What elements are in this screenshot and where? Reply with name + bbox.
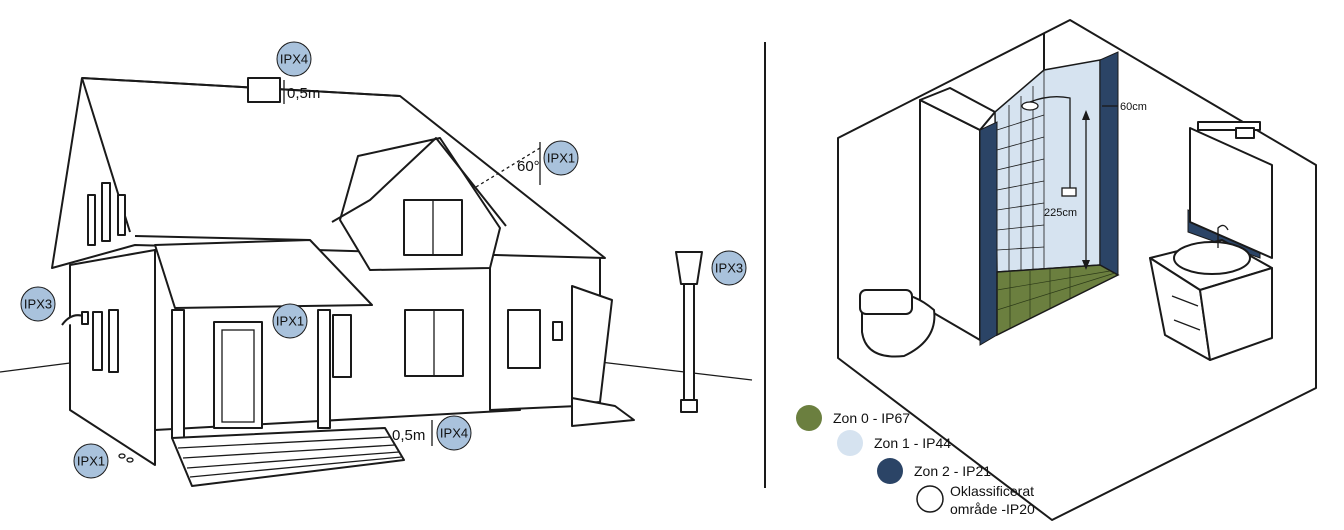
roof-ridge xyxy=(81,77,401,97)
mirror xyxy=(1189,127,1273,259)
dormer-roof xyxy=(331,137,507,227)
shower-width-label: 60cm xyxy=(1120,101,1147,113)
legend: Zon 0 - IP67 Zon 1 - IP44 Zon 2 - IP21 O… xyxy=(796,405,1035,517)
chimney-height-label: 0,5m xyxy=(287,85,320,102)
stair-step-3 xyxy=(186,451,400,469)
ip-badge-lamp-post: IPX3 xyxy=(711,250,747,286)
gable-window-1 xyxy=(87,194,96,246)
ip-badge-chimney: IPX4 xyxy=(276,41,312,77)
ground-line-left xyxy=(0,362,71,373)
shower-zone0-floor xyxy=(996,264,1120,337)
porch-pillar-2 xyxy=(317,309,331,429)
shower-height-label: 225cm xyxy=(1044,207,1077,219)
legend-label-unclassified-1: Oklassificerat xyxy=(950,483,1034,499)
annex-window xyxy=(507,309,541,369)
ground-light-2 xyxy=(126,457,134,463)
legend-label-zone1: Zon 1 - IP44 xyxy=(874,435,951,451)
legend-item-unclassified: Oklassificerat område -IP20 xyxy=(916,483,1035,517)
ground-height-label: 0,5m xyxy=(392,427,425,444)
ip-badge-wall-light: IPX1 xyxy=(543,140,579,176)
stair-step-1 xyxy=(177,436,391,449)
ip-badge-ground: IPX1 xyxy=(73,443,109,479)
svg-text:IPX3: IPX3 xyxy=(24,297,52,312)
svg-text:IPX1: IPX1 xyxy=(547,151,575,166)
shower-tiles xyxy=(996,70,1045,272)
chimney xyxy=(247,77,281,103)
wall-light-angle-label: 60° xyxy=(517,158,540,175)
gable-window-2 xyxy=(101,182,111,242)
legend-swatch-zone0 xyxy=(796,405,822,431)
height-arrow-bottom xyxy=(1082,260,1090,270)
gable-window-3 xyxy=(117,194,126,236)
porch-roof xyxy=(154,239,373,309)
annex-porch xyxy=(571,285,613,405)
shower-floor-grid xyxy=(996,268,1116,328)
ip-badge-side-light: IPX3 xyxy=(20,286,56,322)
annex-wall-light xyxy=(552,321,563,341)
sink-faucet xyxy=(1217,224,1229,248)
house-illustration: 0,5m 60° 0,5m IPX4 IPX1 IPX3 IPX3 IPX1 I… xyxy=(0,41,753,487)
legend-swatch-zone1 xyxy=(837,430,863,456)
svg-text:IPX1: IPX1 xyxy=(276,314,304,329)
legend-label-unclassified-2: område -IP20 xyxy=(950,501,1035,517)
vanity-side xyxy=(1199,267,1273,361)
vanity-drawer-1 xyxy=(1171,295,1199,307)
legend-swatch-zone2 xyxy=(877,458,903,484)
shower-zone2-left xyxy=(979,121,998,346)
mirror-light-box xyxy=(1235,127,1255,139)
legend-swatch-unclassified xyxy=(916,485,944,513)
sink-basin xyxy=(1173,241,1251,275)
ip-badge-ground-socket: IPX4 xyxy=(436,415,472,451)
shower-head xyxy=(1021,101,1039,111)
legend-item-zone2: Zon 2 - IP21 xyxy=(877,458,991,484)
shower-zone2-right xyxy=(1099,51,1119,283)
front-door xyxy=(213,321,263,429)
ip-badge-porch: IPX1 xyxy=(272,303,308,339)
lamp-post xyxy=(675,251,703,413)
legend-item-zone0: Zon 0 - IP67 xyxy=(796,405,910,431)
ground-light-1 xyxy=(118,453,126,459)
wall-light-angle-line xyxy=(475,147,541,188)
legend-item-zone1: Zon 1 - IP44 xyxy=(837,430,951,456)
stair-step-2 xyxy=(182,444,396,459)
svg-text:IPX4: IPX4 xyxy=(280,52,308,67)
stair-step-4 xyxy=(189,456,403,478)
side-wall-light-mount xyxy=(81,311,89,325)
side-window-2 xyxy=(108,309,119,373)
partition-side xyxy=(919,99,981,341)
svg-text:IPX3: IPX3 xyxy=(715,261,743,276)
porch-pillar-1 xyxy=(171,309,185,439)
porch-side-window xyxy=(332,314,352,378)
mirror-light xyxy=(1197,121,1261,131)
svg-text:IPX1: IPX1 xyxy=(77,454,105,469)
side-window-1 xyxy=(92,311,103,371)
height-arrow-top xyxy=(1082,110,1090,120)
front-door-panel xyxy=(221,329,255,423)
porch-roof-edge xyxy=(134,235,311,241)
svg-text:IPX4: IPX4 xyxy=(440,426,468,441)
legend-label-zone0: Zon 0 - IP67 xyxy=(833,410,910,426)
vanity-drawer-2 xyxy=(1173,319,1201,331)
annex-steps xyxy=(571,397,635,427)
bathroom-illustration: 60cm 225cm xyxy=(837,19,1317,521)
ground-line-right xyxy=(599,361,753,381)
toilet-tank xyxy=(859,289,913,315)
front-stairs xyxy=(171,427,405,487)
legend-label-zone2: Zon 2 - IP21 xyxy=(914,463,991,479)
shower-pipe xyxy=(1029,96,1071,188)
shower-valve xyxy=(1061,187,1077,197)
